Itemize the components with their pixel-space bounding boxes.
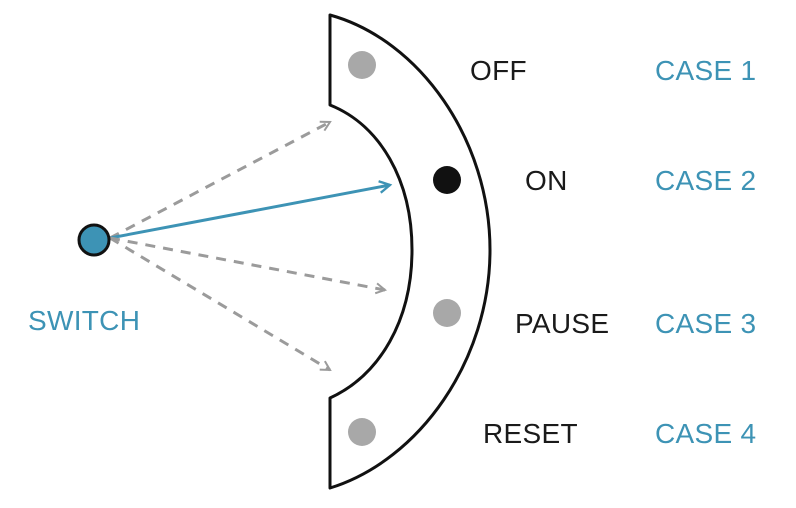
arrow-on [109,185,390,240]
state-label-off: OFF [470,55,527,86]
switch-node[interactable] [77,223,111,257]
position-dot-reset[interactable] [348,418,376,446]
arrow-reset [109,236,330,372]
arrow-off [109,120,330,240]
state-label-on: ON [525,165,568,196]
state-label-reset: RESET [483,418,578,449]
position-dot-on[interactable] [433,166,461,194]
case-label-4: CASE 4 [655,418,756,449]
position-dot-off[interactable] [348,51,376,79]
switch-label: SWITCH [28,305,140,336]
arrow-pause [109,236,385,290]
state-label-pause: PAUSE [515,308,609,339]
case-label-2: CASE 2 [655,165,756,196]
arrows-group [109,120,390,372]
case-label-1: CASE 1 [655,55,756,86]
selector-body [328,13,492,490]
position-dots [348,51,461,446]
position-dot-pause[interactable] [433,299,461,327]
case-label-3: CASE 3 [655,308,756,339]
